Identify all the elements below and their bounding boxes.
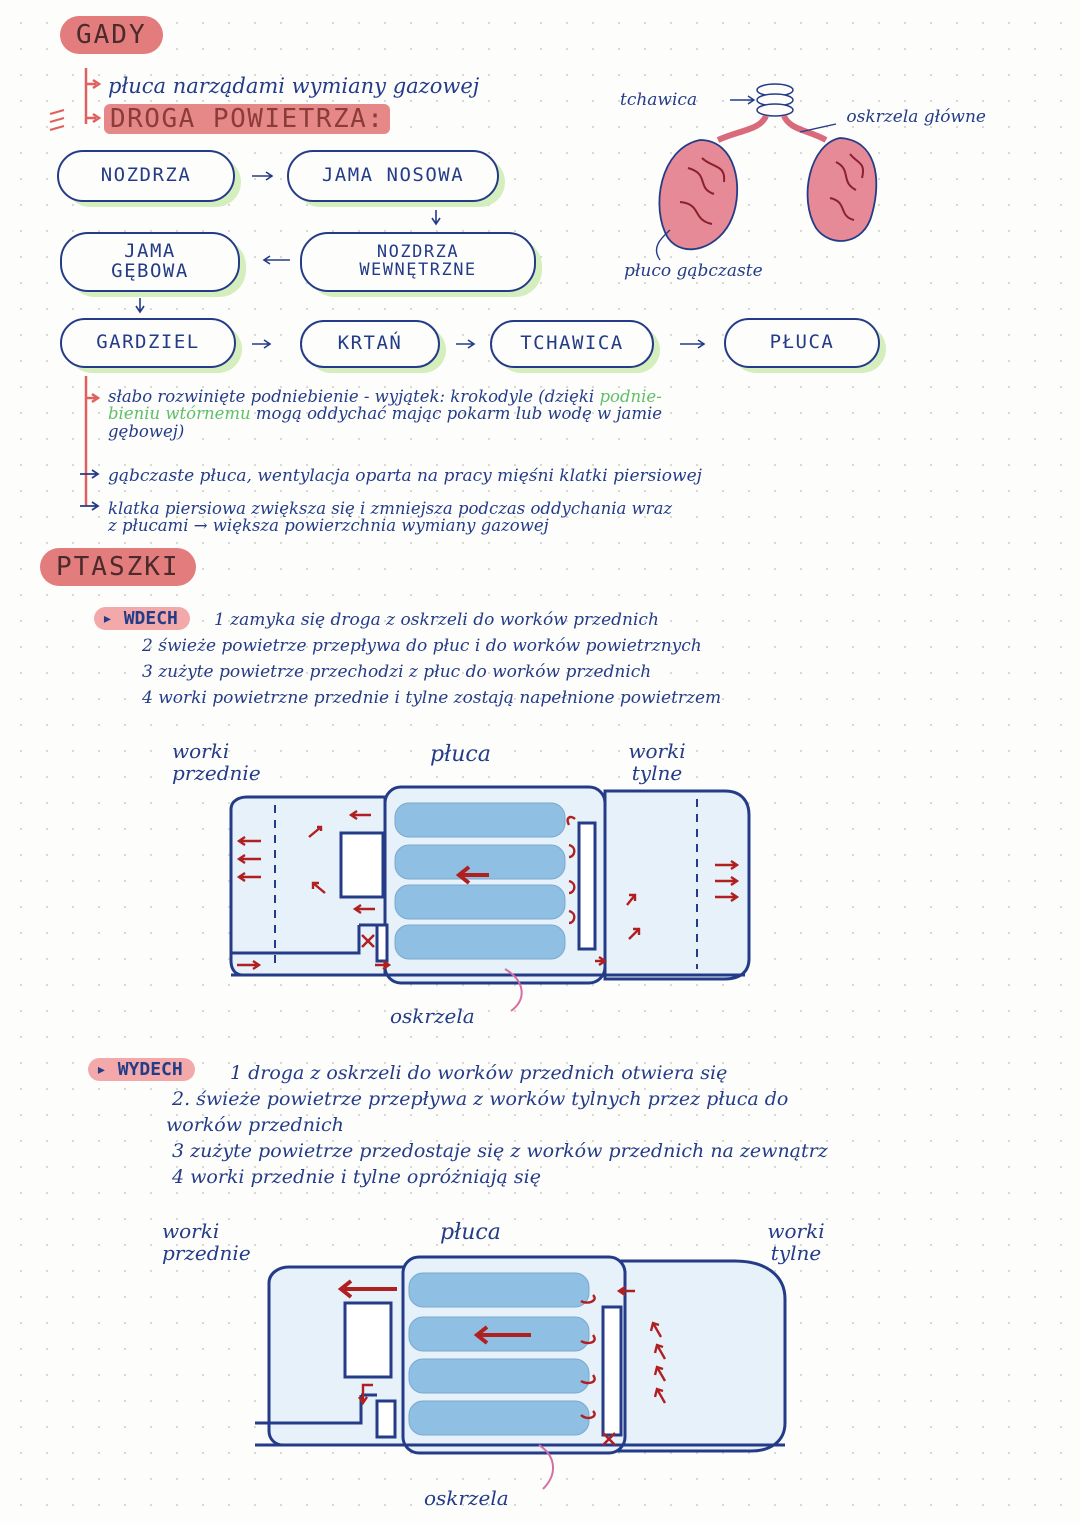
wdech-label-bronchi: oskrzela (390, 1004, 475, 1028)
wydech-step-2: 2. świeże powietrze przepływa z worków t… (172, 1088, 789, 1110)
wdech-step-4: 4 worki powietrzne przednie i tylne zost… (142, 688, 722, 708)
wydech-label-bronchi: oskrzela (424, 1486, 509, 1510)
note-1-a: słabo rozwinięte podniebienie - wyjątek:… (108, 387, 600, 406)
note-1-green2: bieniu wtórnemu (108, 404, 251, 424)
node-gardziel: GARDZIEL (60, 318, 236, 368)
lung-illustration (655, 83, 878, 261)
wdech-label-front: worki przednie (172, 739, 261, 785)
node-nozdrza: NOZDRZA (57, 150, 235, 202)
exclamation-icon (49, 108, 65, 132)
node-jama-gebowa: JAMA GĘBOWA (60, 232, 240, 292)
wydech-step-1: 1 droga z oskrzeli do worków przednich o… (230, 1062, 728, 1084)
bracket-icon (84, 68, 102, 124)
wdech-label-lungs: płuca (430, 742, 491, 767)
wydech-step-3: 3 zużyte powietrze przedostaje się z wor… (172, 1140, 828, 1162)
node-nozdrza-wewnetrzne: NOZDRZA WEWNĘTRZNE (300, 232, 536, 292)
path-label: DROGA POWIETRZA: (104, 104, 391, 134)
wydech-tag-label: WYDECH (117, 1059, 183, 1080)
node-tchawica: TCHAWICA (490, 320, 654, 368)
gady-intro: płuca narządami wymiany gazowej (108, 74, 480, 98)
label-oskrzela: oskrzela główne (846, 107, 986, 127)
wydech-tag: ▸ WYDECH (88, 1058, 195, 1081)
note-1-b: mogą oddychać mając pokarm lub wodę w ja… (250, 404, 663, 424)
section-title-gady: GADY (60, 16, 163, 54)
note-1-green1: podnie- (599, 387, 662, 406)
note-1-c: gębowej) (108, 421, 185, 441)
node-nozdrza-wewnetrzne-label: NOZDRZA WEWNĘTRZNE (359, 242, 477, 280)
wdech-step-1: 1 zamyka się droga z oskrzeli do worków … (214, 610, 659, 630)
note-2: gąbczaste płuca, wentylacja oparta na pr… (108, 466, 702, 486)
flow-arrows (135, 171, 706, 349)
wdech-step-2: 2 świeże powietrze przepływa do płuc i d… (142, 636, 702, 656)
note-3-b: z płucami → większa powierzchnia wymiany… (108, 516, 549, 536)
note-3: klatka piersiowa zwiększa się i zmniejsz… (108, 500, 672, 535)
note-3-a: klatka piersiowa zwiększa się i zmniejsz… (108, 499, 673, 518)
wdech-step-3: 3 zużyte powietrze przechodzi z płuc do … (142, 662, 652, 682)
wdech-diagram (229, 785, 751, 1012)
wydech-step-2b: worków przednich (166, 1114, 344, 1136)
node-pluca: PŁUCA (724, 318, 880, 368)
label-tchawica: tchawica (620, 90, 698, 110)
wdech-label-back: worki tylne (628, 739, 686, 785)
wdech-tag: ▸ WDECH (94, 607, 190, 630)
notes-bracket (80, 376, 101, 511)
node-krtan: KRTAŃ (300, 320, 440, 368)
wdech-tag-label: WDECH (123, 608, 178, 629)
label-pluco: płuco gąbczaste (624, 261, 763, 281)
wydech-label-front: worki przednie (162, 1219, 251, 1265)
wydech-label-lungs: płuca (440, 1220, 501, 1245)
wydech-step-4: 4 worki przednie i tylne opróżniają się (172, 1166, 541, 1188)
node-jama-gebowa-label: JAMA GĘBOWA (111, 240, 189, 282)
node-jama-nosowa: JAMA NOSOWA (287, 150, 499, 202)
wydech-label-back: worki tylne (767, 1219, 825, 1265)
section-title-ptaszki: PTASZKI (40, 548, 196, 586)
note-1: słabo rozwinięte podniebienie - wyjątek:… (108, 388, 662, 440)
wydech-diagram (255, 1255, 787, 1490)
